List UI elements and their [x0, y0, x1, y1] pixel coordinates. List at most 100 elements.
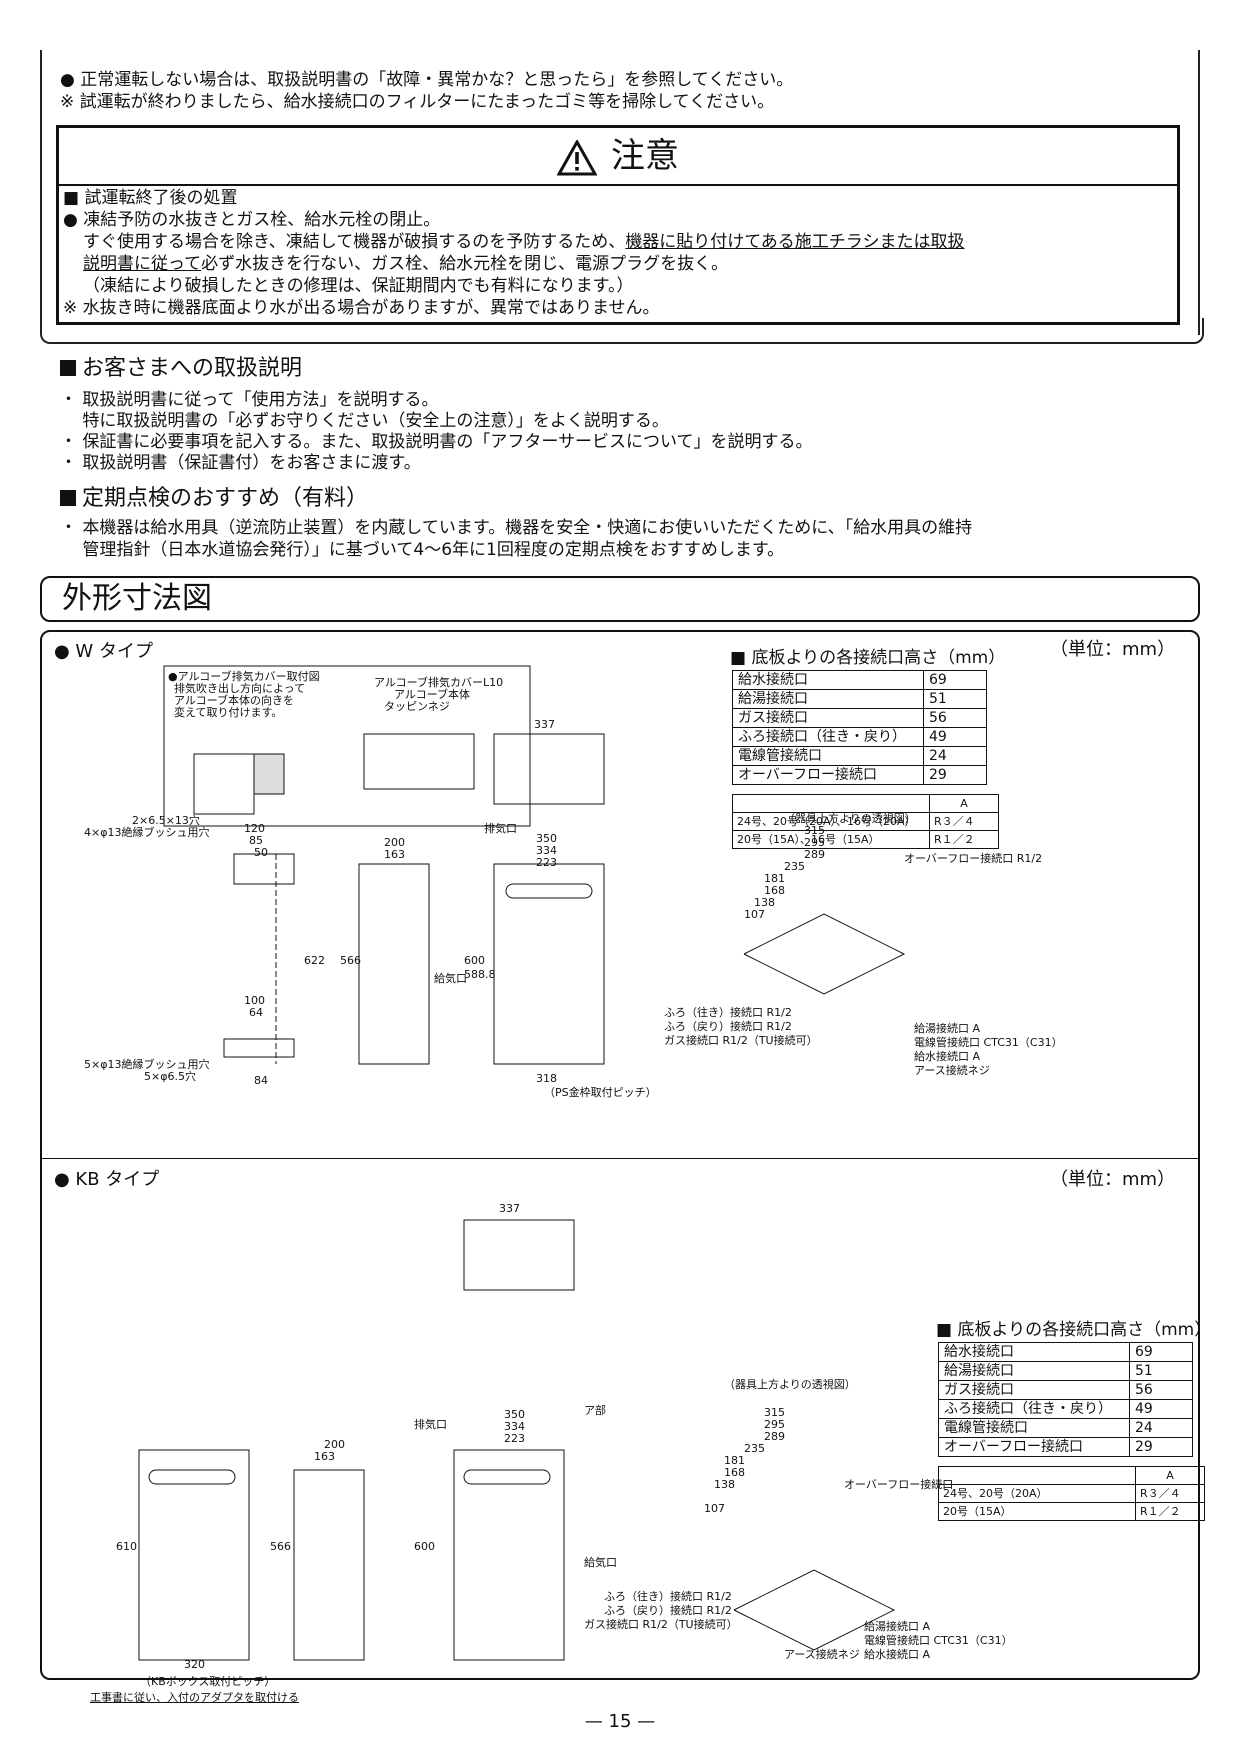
label-gas: ガス接続口 R1/2（TU接続可） — [664, 1033, 818, 1047]
panel-divider — [40, 1158, 1200, 1159]
w-unit-label: （単位：mm） — [1050, 639, 1176, 660]
dim-163: 163 — [314, 1450, 335, 1463]
dim-107: 107 — [704, 1502, 725, 1515]
dim-289: 289 — [764, 1430, 785, 1443]
dim-337: 337 — [499, 1202, 520, 1215]
label-exhaust: 排気口 — [414, 1417, 447, 1431]
w-type-label: ● W タイプ — [54, 641, 153, 662]
label-water: 給水接続口 A — [914, 1049, 980, 1063]
outline-title: 外形寸法図 — [40, 576, 1200, 622]
inspection-line-2: 管理指針（日本水道協会発行）」に基づいて4～6年に1回程度の定期点検をおすすめし… — [60, 540, 785, 560]
kb-pitch-label: （KBボックス取付ピッチ） — [140, 1675, 276, 1688]
label-a-part: ア部 — [584, 1403, 606, 1417]
dim-235: 235 — [744, 1442, 765, 1455]
dim-600: 600 — [464, 954, 485, 967]
table-row: ふろ接続口（往き・戻り）49 — [938, 1399, 1193, 1419]
customer-section-title: お客さまへの取扱説明 — [60, 356, 302, 382]
dim-138: 138 — [714, 1478, 735, 1491]
dim-350: 350 — [536, 832, 557, 845]
label-intake: 給気口 — [434, 971, 467, 985]
label-cover-note4: 変えて取り付けます。 — [174, 705, 282, 719]
w-pipe-table: A 24号、20号（20A）、16号（20A）R３／４ 20号（15A）、16号… — [732, 794, 999, 849]
dim-315: 315 — [804, 824, 825, 837]
label-view-top: （器具上方よりの透視図） — [784, 811, 916, 825]
caution-heading: ■ 試運転終了後の処置 — [63, 188, 238, 208]
dim-50: 50 — [254, 846, 268, 859]
dim-223: 223 — [536, 856, 557, 869]
dim-289: 289 — [804, 848, 825, 861]
label-bath-ret: ふろ（戻り）接続口 R1/2 — [604, 1603, 732, 1617]
caution-title: 注意 — [611, 136, 679, 176]
label-bath-ret: ふろ（戻り）接続口 R1/2 — [664, 1019, 792, 1033]
label-conduit: 電線管接続口 CTC31（C31） — [914, 1035, 1063, 1049]
label-overflow: オーバーフロー接続口 — [844, 1477, 953, 1491]
table-row: A — [732, 794, 999, 813]
dim-622: 622 — [304, 954, 325, 967]
kb-type-drawing: 337 350 334 223 320 200 163 610 566 600 … — [116, 1202, 1013, 1670]
dim-168: 168 — [724, 1466, 745, 1479]
dim-334: 334 — [504, 1420, 525, 1433]
w-height-table-title: ■ 底板よりの各接続口高さ（mm） — [730, 648, 1006, 668]
label-conduit: 電線管接続口 CTC31（C31） — [864, 1633, 1013, 1647]
dim-120: 120 — [244, 822, 265, 835]
caution-box: 注意 ■ 試運転終了後の処置 ● 凍結予防の水抜きとガス栓、給水元栓の閉止。 す… — [56, 125, 1180, 325]
label-gas: ガス接続口 R1/2（TU接続可） — [584, 1617, 738, 1631]
dim-200: 200 — [324, 1438, 345, 1451]
label-bath-out: ふろ（往き）接続口 R1/2 — [664, 1005, 792, 1019]
caution-item-2b: 説明書に従って必ず水抜きを行ない、ガス栓、給水元栓を閉じ、電源プラグを抜く。 — [83, 254, 729, 274]
dim-235: 235 — [784, 860, 805, 873]
label-cover-note: ●アルコーブ排気カバー取付図 — [168, 669, 320, 683]
dim-181: 181 — [764, 872, 785, 885]
table-row: 20号（15A）R１／２ — [938, 1502, 1205, 1521]
customer-line-4: ・ 取扱説明書（保証書付）をお客さまに渡す。 — [60, 453, 421, 473]
dim-337: 337 — [534, 718, 555, 731]
right-margin-rule — [1198, 50, 1200, 335]
customer-line-2: 特に取扱説明書の「必ずお守りください（安全上の注意）」をよく説明する。 — [60, 411, 669, 431]
label-overflow: オーバーフロー接続口 R1/2 — [904, 851, 1042, 865]
label-ps-pitch: （PS金枠取付ピッチ） — [544, 1085, 657, 1099]
dim-315: 315 — [764, 1406, 785, 1419]
top-note-2: ※ 試運転が終わりましたら、給水接続口のフィルターにたまったゴミ等を掃除してくだ… — [60, 92, 775, 112]
dim-107: 107 — [744, 908, 765, 921]
label-exhaust: 排気口 — [484, 821, 517, 835]
label-cover-note2: 排気吹き出し方向によって — [174, 681, 305, 695]
dim-610: 610 — [116, 1540, 137, 1553]
label-bush-top: 4×φ13絶縁ブッシュ用穴 — [84, 825, 209, 839]
dim-168: 168 — [764, 884, 785, 897]
inspection-line-1: ・ 本機器は給水用具（逆流防止装置）を内蔵しています。機器を安全・快適にお使いい… — [60, 518, 973, 538]
table-row: 20号（15A）、16号（15A）R１／２ — [732, 830, 999, 849]
table-row: ふろ接続口（往き・戻り）49 — [732, 727, 987, 747]
caution-bottom-bracket — [40, 318, 1204, 344]
kb-type-label: ● KB タイプ — [54, 1169, 160, 1190]
dim-223: 223 — [504, 1432, 525, 1445]
dim-334: 334 — [536, 844, 557, 857]
dim-138: 138 — [754, 896, 775, 909]
dim-588: 588.8 — [464, 968, 496, 981]
dim-320: 320 — [184, 1658, 205, 1670]
customer-line-1: ・ 取扱説明書に従って「使用方法」を説明する。 — [60, 390, 439, 410]
dim-85: 85 — [249, 834, 263, 847]
kb-height-table-title: ■ 底板よりの各接続口高さ（mm） — [936, 1320, 1212, 1340]
dim-295: 295 — [764, 1418, 785, 1431]
table-row: 24号、20号（20A）R３／４ — [938, 1484, 1205, 1503]
caution-note: ※ 水抜き時に機器底面より水が出る場合がありますが、異常ではありません。 — [63, 298, 660, 318]
dim-566: 566 — [340, 954, 361, 967]
dim-200: 200 — [384, 836, 405, 849]
label-hot: 給湯接続口 A — [864, 1619, 930, 1633]
dim-600: 600 — [414, 1540, 435, 1553]
dim-100: 100 — [244, 994, 265, 1007]
dim-295: 295 — [804, 836, 825, 849]
kb-pipe-table: A 24号、20号（20A）R３／４ 20号（15A）R１／２ — [938, 1466, 1205, 1521]
dim-350: 350 — [504, 1408, 525, 1421]
label-hole-top: 2×6.5×13穴 — [132, 813, 200, 827]
dim-163: 163 — [384, 848, 405, 861]
label-earth: アース接続ネジ — [914, 1063, 990, 1077]
